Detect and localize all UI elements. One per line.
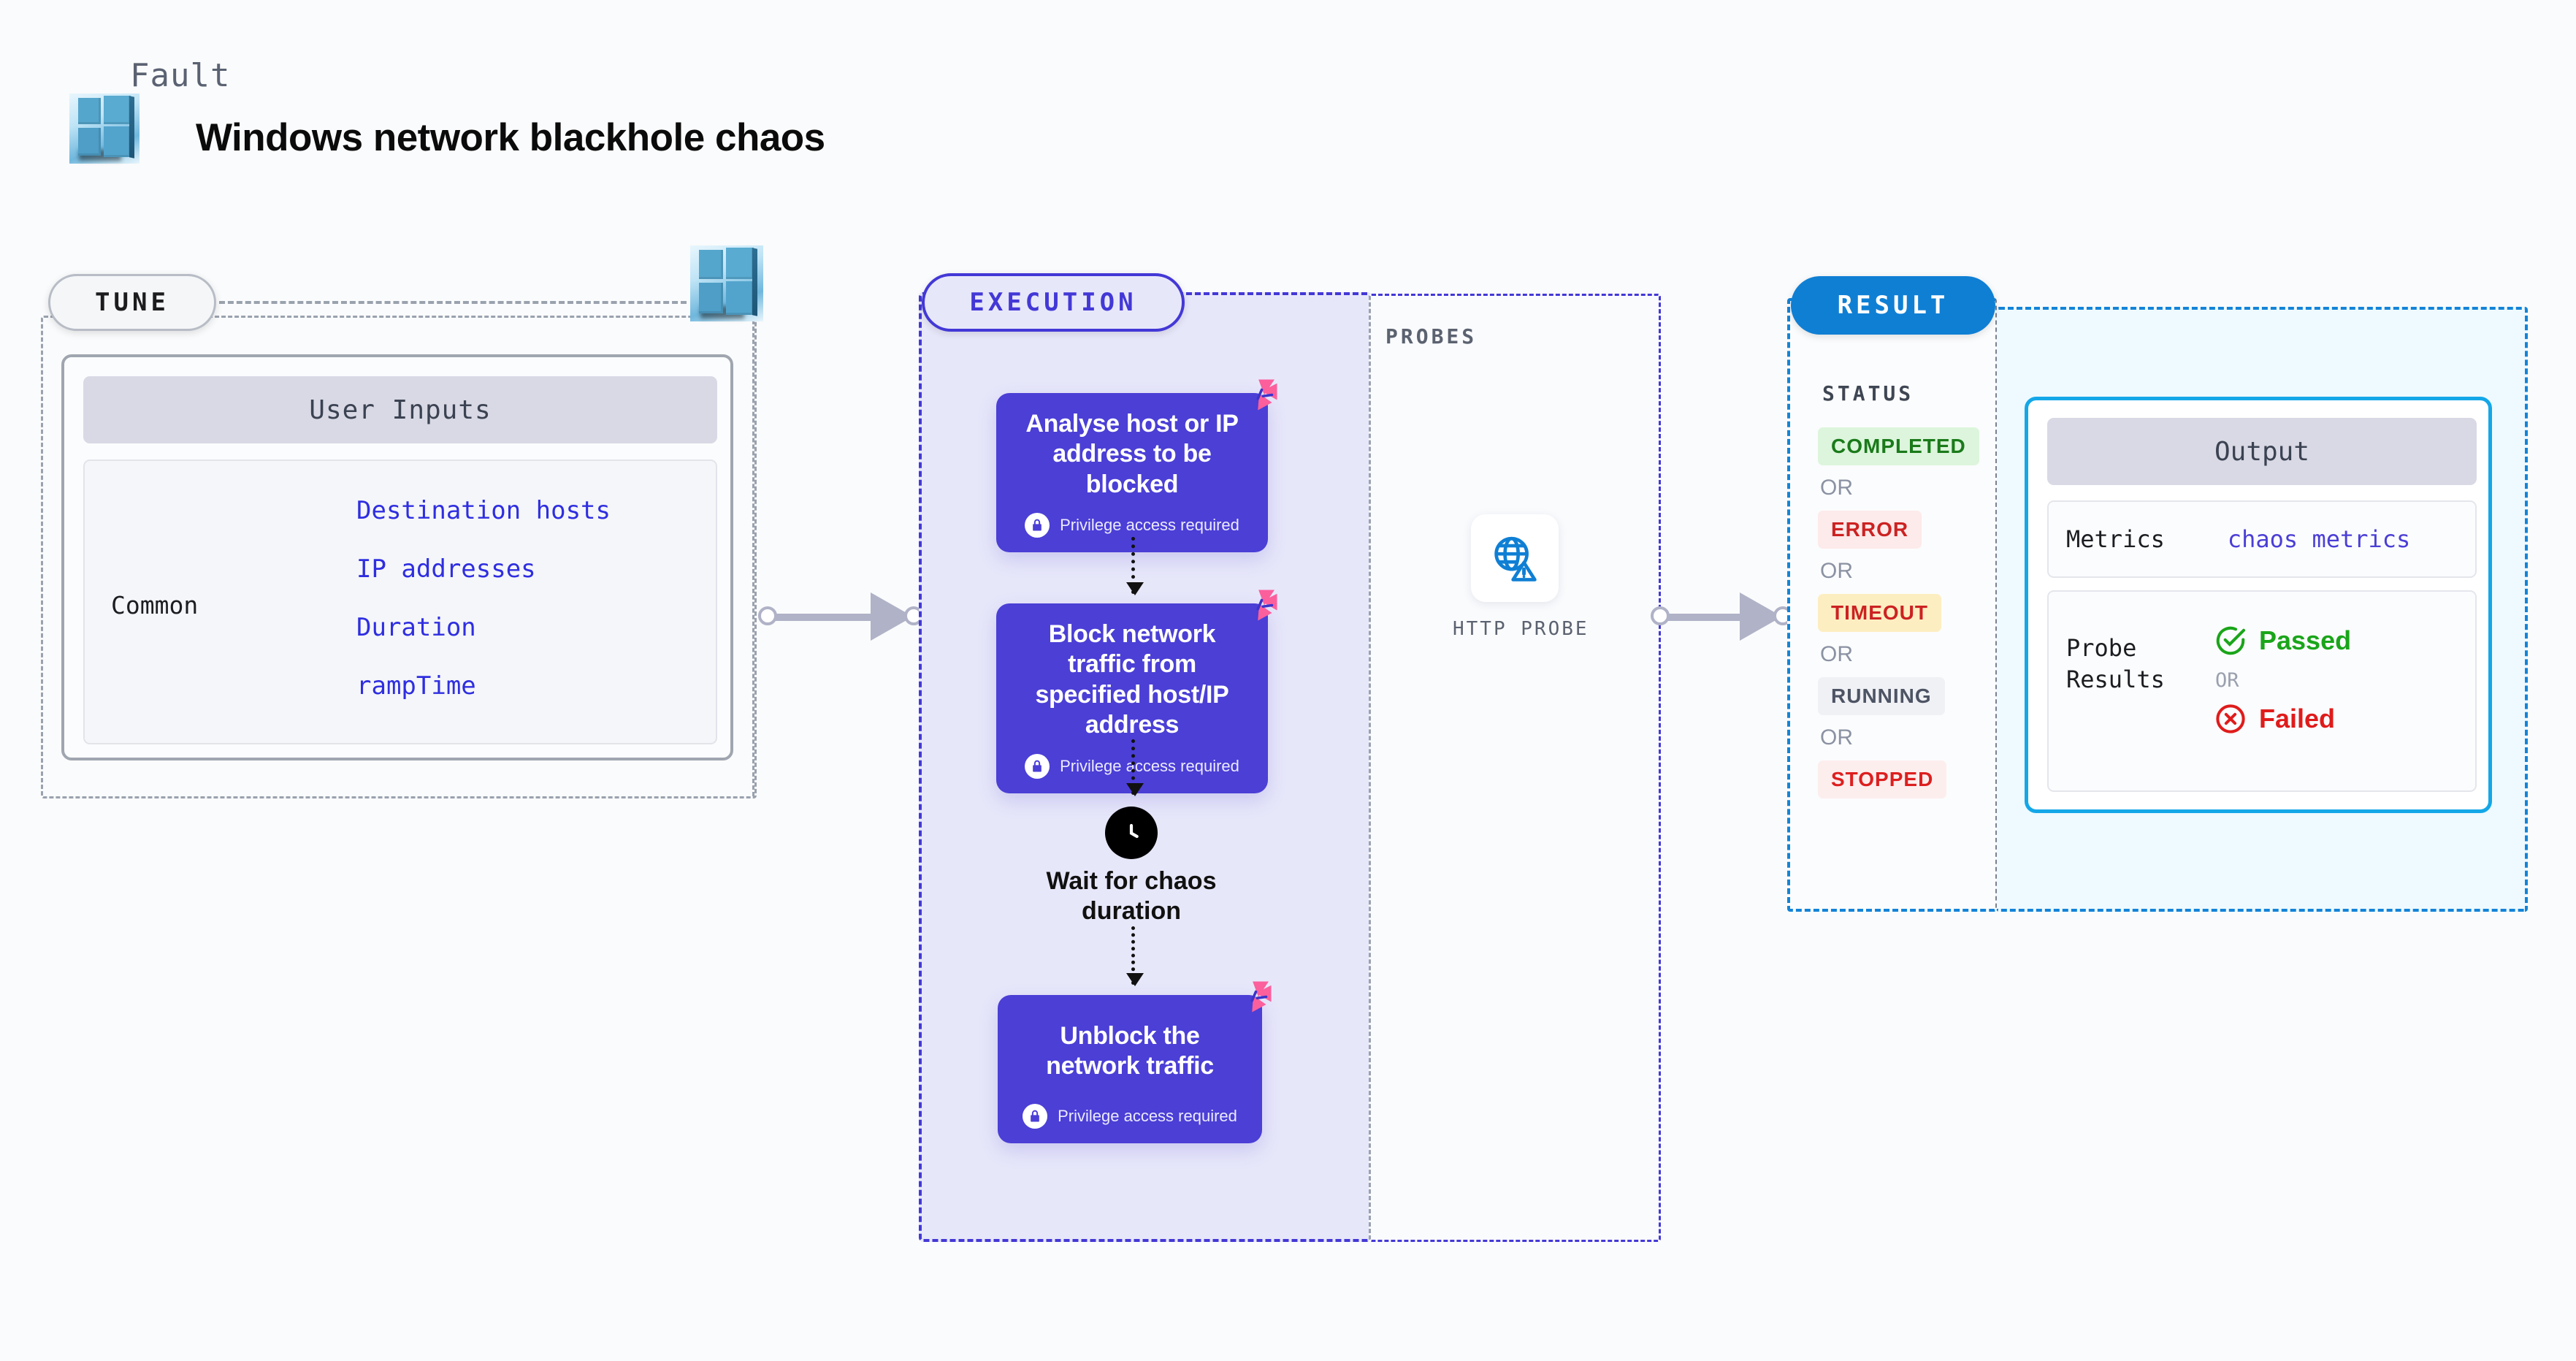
step-privilege-text: Privilege access required <box>1058 1106 1237 1125</box>
step-title: Block network traffic from specified hos… <box>1035 620 1229 739</box>
connector-dot-left <box>758 606 777 625</box>
tune-badge[interactable]: TUNE <box>48 274 216 331</box>
step-privilege-text: Privilege access required <box>1060 756 1239 775</box>
tune-platform-connector-vertical <box>752 307 754 796</box>
fault-kicker-label: Fault <box>130 57 231 94</box>
step-privilege-note: Privilege access required <box>1023 1103 1237 1129</box>
user-inputs-group-label: Common <box>111 591 199 619</box>
param-duration[interactable]: Duration <box>356 613 476 642</box>
connector-dot-left <box>1651 606 1670 625</box>
windows-logo-icon <box>69 94 139 164</box>
execution-step-card-1[interactable]: Analyse host or IP address to be blocked… <box>996 379 1277 553</box>
lock-icon <box>1025 513 1050 538</box>
status-list: COMPLETED OR ERROR OR TIMEOUT OR RUNNING… <box>1818 427 2000 798</box>
user-inputs-header: User Inputs <box>83 376 717 443</box>
result-badge[interactable]: RESULT <box>1791 276 1995 335</box>
tune-region <box>41 316 757 798</box>
check-circle-icon <box>2216 626 2246 655</box>
probes-region <box>1369 294 1661 1242</box>
step-arrow-1-to-2 <box>1126 537 1144 595</box>
clock-icon <box>1105 807 1158 859</box>
connector-tune-to-execution <box>758 592 923 641</box>
probes-title: PROBES <box>1386 324 1478 348</box>
status-or-4: OR <box>1820 725 1853 750</box>
execution-badge[interactable]: EXECUTION <box>922 273 1185 332</box>
execution-step-card-3[interactable]: Unblock the network traffic Privilege ac… <box>998 981 1272 1143</box>
windows-platform-icon <box>690 245 763 321</box>
param-destination-hosts[interactable]: Destination hosts <box>356 496 611 525</box>
metrics-label: Metrics <box>2066 525 2165 553</box>
probe-result-passed: Passed <box>2214 624 2351 657</box>
litmus-pinwheel-icon <box>1256 590 1277 621</box>
probe-result-or: OR <box>2215 669 2239 692</box>
probe-failed-label: Failed <box>2259 704 2336 733</box>
wait-node-caption: Wait for chaos duration <box>1046 867 1217 925</box>
globe-warning-icon <box>1471 514 1559 602</box>
page-title: Windows network blackhole chaos <box>196 116 825 159</box>
output-header: Output <box>2047 418 2477 485</box>
probe-results-values: Passed OR Failed <box>2214 624 2351 736</box>
probe-result-failed: Failed <box>2214 702 2351 736</box>
step-privilege-note: Privilege access required <box>1025 513 1239 538</box>
status-badge-timeout: TIMEOUT <box>1818 594 1941 632</box>
output-card: Output Metrics chaos metrics Probe Resul… <box>2025 397 2492 813</box>
x-circle-icon <box>2216 704 2245 733</box>
status-or-2: OR <box>1820 559 1853 583</box>
user-inputs-param-list: Destination hosts IP addresses Duration … <box>356 496 611 730</box>
user-inputs-card: User Inputs Common Destination hosts IP … <box>61 354 733 760</box>
status-badge-error: ERROR <box>1818 511 1922 549</box>
step-title: Unblock the network traffic <box>1046 1022 1214 1080</box>
step-arrow-wait-to-3 <box>1126 926 1144 986</box>
probe-label: HTTP PROBE <box>1453 618 1589 640</box>
output-metrics-row: Metrics chaos metrics <box>2047 500 2477 578</box>
step-privilege-note: Privilege access required <box>1025 753 1239 779</box>
status-or-1: OR <box>1820 476 1853 500</box>
status-badge-stopped: STOPPED <box>1818 760 1947 798</box>
output-probe-results-row: Probe Results Passed OR Failed <box>2047 590 2477 792</box>
litmus-pinwheel-icon <box>1250 981 1272 1013</box>
tune-platform-connector <box>219 301 687 304</box>
probe-item-http[interactable]: HTTP PROBE <box>1453 514 1587 640</box>
metrics-value[interactable]: chaos metrics <box>2227 525 2411 553</box>
lock-icon <box>1023 1103 1048 1129</box>
status-title: STATUS <box>1822 381 1914 405</box>
step-arrow-2-to-wait <box>1126 739 1144 796</box>
param-ramptime[interactable]: rampTime <box>356 671 476 701</box>
litmus-pinwheel-icon <box>1256 379 1277 411</box>
user-inputs-body: Common Destination hosts IP addresses Du… <box>83 460 717 744</box>
status-badge-running: RUNNING <box>1818 677 1945 715</box>
param-ip-addresses[interactable]: IP addresses <box>356 554 536 584</box>
probe-passed-label: Passed <box>2259 625 2352 655</box>
probe-results-label: Probe Results <box>2066 634 2165 694</box>
status-or-3: OR <box>1820 642 1853 666</box>
connector-probes-to-result <box>1651 592 1792 641</box>
lock-icon <box>1025 753 1050 779</box>
step-title: Analyse host or IP address to be blocked <box>1025 410 1239 498</box>
status-badge-completed: COMPLETED <box>1818 427 1979 465</box>
step-privilege-text: Privilege access required <box>1060 516 1239 535</box>
